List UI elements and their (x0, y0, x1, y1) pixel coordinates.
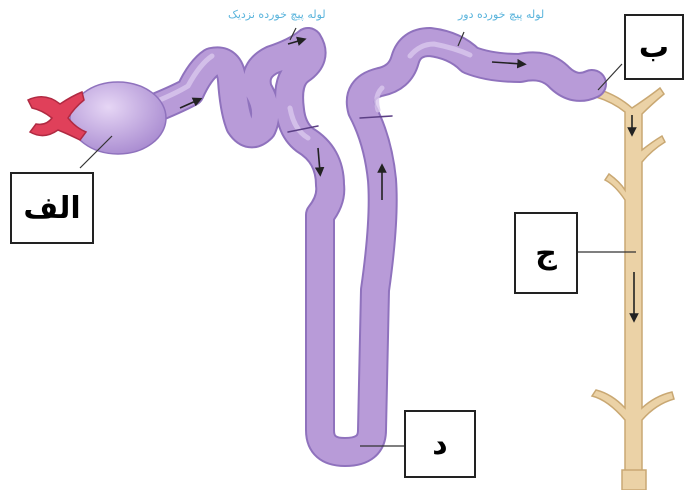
proximal-tubule-label: لوله پیچ خورده نزدیک (228, 8, 326, 21)
bowmans-capsule (70, 82, 166, 154)
distal-tubule-label: لوله پیچ خورده دور (458, 8, 544, 21)
label-box-dal: د (404, 410, 476, 478)
label-box-be: ب (624, 14, 684, 80)
label-box-alef: الف (10, 172, 94, 244)
label-box-jim: ج (514, 212, 578, 294)
